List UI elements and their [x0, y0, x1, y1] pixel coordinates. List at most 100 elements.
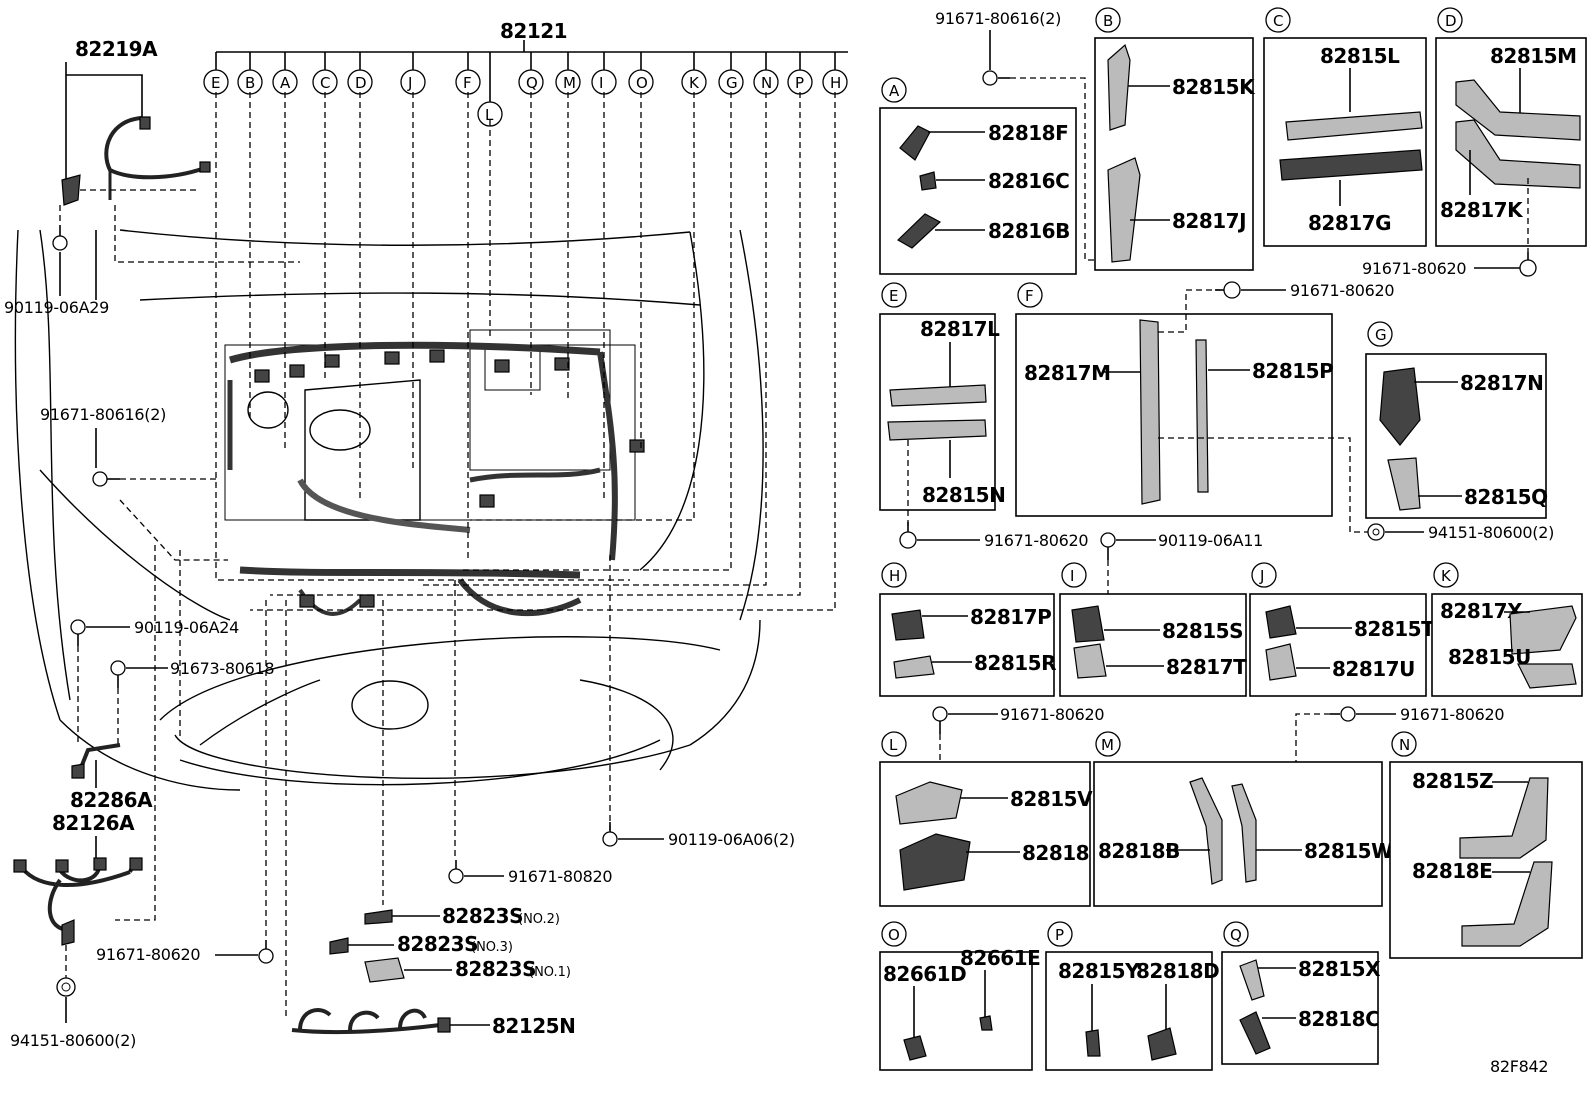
part-82126A[interactable]: 82126A [52, 811, 136, 835]
part-82815P[interactable]: 82815P [1252, 359, 1334, 383]
part-82815V[interactable]: 82815V [1010, 787, 1094, 811]
part-94151-80600[interactable]: 94151-80600(2) [10, 1031, 136, 1050]
part-82818C[interactable]: 82818C [1298, 1007, 1380, 1031]
part-82815R[interactable]: 82815R [974, 651, 1057, 675]
panel-D: D 82815M 82817K [1435, 7, 1587, 252]
part-90119-06A06[interactable]: 90119-06A06(2) [668, 830, 795, 849]
part-82121[interactable]: 82121 [500, 19, 568, 43]
part-91671-80620-f[interactable]: 91671-80620 [1290, 281, 1395, 300]
panel-letter-G: G [1375, 326, 1387, 344]
panel-letter-A: A [889, 82, 900, 100]
header-letter-F[interactable]: F [463, 74, 472, 92]
header-letter-E[interactable]: E [211, 74, 220, 92]
bolt-icon [448, 860, 464, 884]
part-82817U[interactable]: 82817U [1332, 657, 1415, 681]
part-82818B[interactable]: 82818B [1098, 839, 1180, 863]
part-82815M[interactable]: 82815M [1490, 44, 1577, 68]
part-82818F[interactable]: 82818F [988, 121, 1069, 145]
header-letter-B[interactable]: B [245, 74, 255, 92]
part-82815X[interactable]: 82815X [1298, 957, 1382, 981]
panel-letter-C: C [1273, 12, 1283, 30]
panel-F: F 82817M 82815P [1015, 282, 1368, 533]
panel-letter-B: B [1103, 12, 1113, 30]
part-82815S[interactable]: 82815S [1162, 619, 1243, 643]
header-letter-O[interactable]: O [636, 74, 648, 92]
part-91671-80620-l[interactable]: 91671-80620 [1000, 705, 1105, 724]
header-letter-A[interactable]: A [280, 74, 291, 92]
part-82815K[interactable]: 82815K [1172, 75, 1257, 99]
bolt-icon [602, 822, 618, 847]
no3-suffix: (NO.3) [471, 940, 513, 955]
part-82661D[interactable]: 82661D [883, 962, 967, 986]
part-82823S-no1[interactable]: 82823S [455, 957, 536, 981]
part-91671-80616-top[interactable]: 91671-80616(2) [935, 9, 1061, 28]
part-82818E[interactable]: 82818E [1412, 859, 1493, 883]
bolt-icon [258, 940, 274, 964]
part-91671-80620-m[interactable]: 91671-80620 [1400, 705, 1505, 724]
panel-letter-Q: Q [1230, 926, 1242, 944]
header-letter-D[interactable]: D [355, 74, 367, 92]
header-letter-P[interactable]: P [795, 74, 804, 92]
header-letter-circle [400, 69, 426, 95]
header-letter-H[interactable]: H [830, 74, 841, 92]
part-82817J[interactable]: 82817J [1172, 209, 1247, 233]
nut-icon [56, 977, 76, 997]
part-90119-06A24[interactable]: 90119-06A24 [134, 618, 239, 637]
header-letter-C[interactable]: C [320, 74, 330, 92]
part-82815L[interactable]: 82815L [1320, 44, 1401, 68]
panel-E: E 82817L 82815N [879, 282, 1006, 528]
panel-H: H 82817P 82815R [879, 562, 1057, 697]
bolt-icon [899, 522, 917, 549]
header-letter-K[interactable]: K [689, 74, 700, 92]
panel-B: B 82815K 82817J [1094, 7, 1257, 271]
panel-letter-K: K [1441, 567, 1452, 585]
part-82815U[interactable]: 82815U [1448, 645, 1531, 669]
part-82816B[interactable]: 82816B [988, 219, 1070, 243]
part-90119-06A29[interactable]: 90119-06A29 [4, 298, 109, 317]
header-letter-Q[interactable]: Q [526, 74, 538, 92]
part-82817T[interactable]: 82817T [1166, 655, 1248, 679]
part-90119-06A11[interactable]: 90119-06A11 [1158, 531, 1263, 550]
part-82286A[interactable]: 82286A [70, 788, 154, 812]
part-91671-80616[interactable]: 91671-80616(2) [40, 405, 166, 424]
part-82818D[interactable]: 82818D [1136, 959, 1220, 983]
part-82125N[interactable]: 82125N [492, 1014, 576, 1038]
part-82816C[interactable]: 82816C [988, 169, 1070, 193]
part-91671-80620-left[interactable]: 91671-80620 [96, 945, 201, 964]
part-91671-80620-d[interactable]: 91671-80620 [1362, 259, 1467, 278]
part-82815Y[interactable]: 82815Y [1058, 959, 1141, 983]
nut-icon [1367, 523, 1385, 541]
header-letter-N[interactable]: N [761, 74, 772, 92]
part-82815W[interactable]: 82815W [1304, 839, 1394, 863]
part-82817M[interactable]: 82817M [1024, 361, 1111, 385]
part-82817N[interactable]: 82817N [1460, 371, 1544, 395]
part-82817G[interactable]: 82817G [1308, 211, 1392, 235]
part-82823S-no3[interactable]: 82823S [397, 932, 478, 956]
part-82815Z[interactable]: 82815Z [1412, 769, 1494, 793]
part-82817L[interactable]: 82817L [920, 317, 1001, 341]
header-letter-L[interactable]: L [485, 106, 494, 124]
part-82818[interactable]: 82818 [1022, 841, 1090, 865]
branch-leader-lines [215, 92, 836, 611]
panel-letter-F: F [1025, 287, 1034, 305]
header-letter-I[interactable]: I [599, 74, 603, 92]
header-letter-G[interactable]: G [726, 74, 738, 92]
part-91673-80618[interactable]: 91673-80618 [170, 659, 275, 678]
part-82815T[interactable]: 82815T [1354, 617, 1436, 641]
part-94151-80600-g[interactable]: 94151-80600(2) [1428, 523, 1554, 542]
part-82219A[interactable]: 82219A [75, 37, 159, 61]
bolt-icon [1519, 252, 1537, 277]
part-82815Q[interactable]: 82815Q [1464, 485, 1548, 509]
part-82823S-no2[interactable]: 82823S [442, 904, 523, 928]
part-91671-80820[interactable]: 91671-80820 [508, 867, 613, 886]
part-82817K[interactable]: 82817K [1440, 198, 1525, 222]
part-91671-80620-e[interactable]: 91671-80620 [984, 531, 1089, 550]
header-letter-M[interactable]: M [563, 74, 576, 92]
bolt-icon [52, 225, 68, 251]
part-82817P[interactable]: 82817P [970, 605, 1052, 629]
header-letter-J[interactable]: J [407, 74, 412, 92]
panel-letter-M: M [1101, 736, 1114, 754]
part-82815N[interactable]: 82815N [922, 483, 1006, 507]
part-82661E[interactable]: 82661E [960, 946, 1041, 970]
